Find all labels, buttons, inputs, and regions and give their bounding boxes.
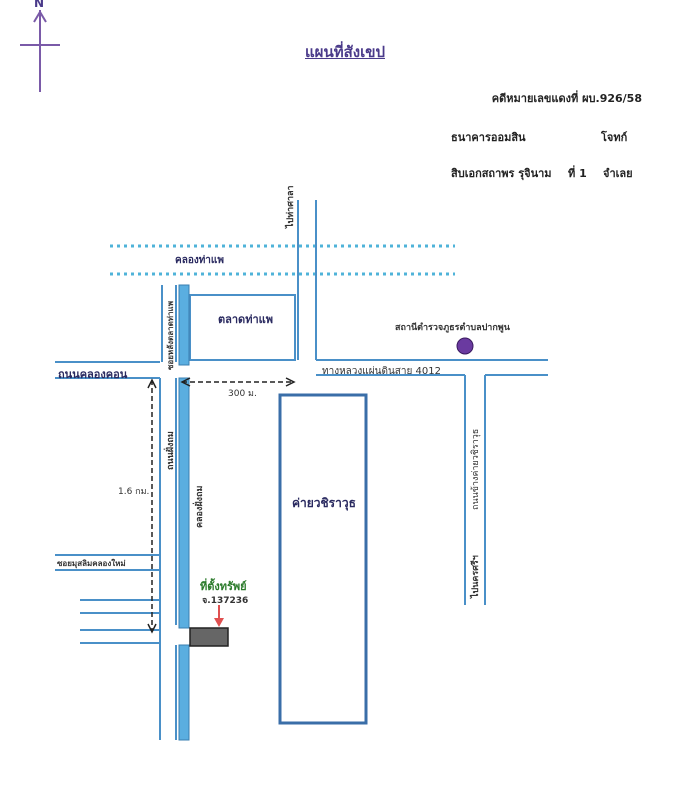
canal-phang-thom-lower bbox=[178, 644, 190, 741]
market-block bbox=[189, 294, 296, 361]
north-arrow-icon bbox=[20, 10, 60, 92]
plaintiff-name: ธนาคารออมสิน bbox=[451, 131, 526, 144]
canal-phang-thom bbox=[178, 377, 190, 629]
label-to-nakhon-si: ไปนครศรีฯ bbox=[471, 555, 481, 598]
canal-upper-segment bbox=[178, 284, 190, 366]
label-phang-thom-canal: คลองฝั่งถม bbox=[195, 485, 205, 528]
defendant-number: ที่ 1 bbox=[568, 167, 587, 180]
label-highway-4012: ทางหลวงแผ่นดินสาย 4012 bbox=[322, 366, 441, 377]
label-khlong-khon: ถนนคลองคอน bbox=[58, 368, 128, 381]
plaintiff-role: โจทก์ bbox=[601, 131, 628, 144]
camp-block bbox=[278, 393, 368, 725]
label-property-title: ที่ตั้งทรัพย์ bbox=[200, 580, 247, 593]
label-khlong-tha-phae: คลองท่าแพ bbox=[175, 255, 224, 266]
label-distance-300: 300 ม. bbox=[228, 389, 257, 399]
label-to-tha-sala: ไปท่าศาลา bbox=[286, 185, 296, 228]
north-label: N bbox=[34, 0, 45, 10]
label-camp-road: ถนนข้างค่ายวชิราวุธ bbox=[471, 428, 481, 510]
label-distance-1-6: 1.6 กม. bbox=[118, 487, 150, 497]
map-title: แผนที่สังเขป bbox=[305, 43, 385, 61]
label-phang-thom-road: ถนนฝั่งถม bbox=[166, 431, 176, 470]
label-camp: ค่ายวชิราวุธ bbox=[292, 496, 356, 510]
defendant-role: จำเลย bbox=[603, 167, 633, 180]
property-arrow-icon bbox=[214, 605, 224, 627]
defendant-name: สิบเอกสถาพร รุจินาม bbox=[451, 167, 552, 180]
case-number: คดีหมายเลขแดงที่ ผบ.926/58 bbox=[491, 92, 642, 105]
property-marker bbox=[189, 627, 229, 647]
label-soi-left: ซอยมุสลิมคลองใหม่ bbox=[57, 559, 126, 568]
label-deed-number: จ.137236 bbox=[202, 596, 249, 606]
label-talat-tha-phae: ตลาดท่าแพ bbox=[218, 313, 273, 326]
distance-300-arrow bbox=[180, 377, 296, 387]
distance-1-6-arrow bbox=[147, 378, 157, 634]
police-station-icon bbox=[456, 337, 474, 355]
label-police-station: สถานีตำรวจภูธรตำบลปากพูน bbox=[395, 323, 510, 333]
label-soi-lang-talat: ซอยหลังตลาดท่าแพ bbox=[166, 301, 175, 370]
